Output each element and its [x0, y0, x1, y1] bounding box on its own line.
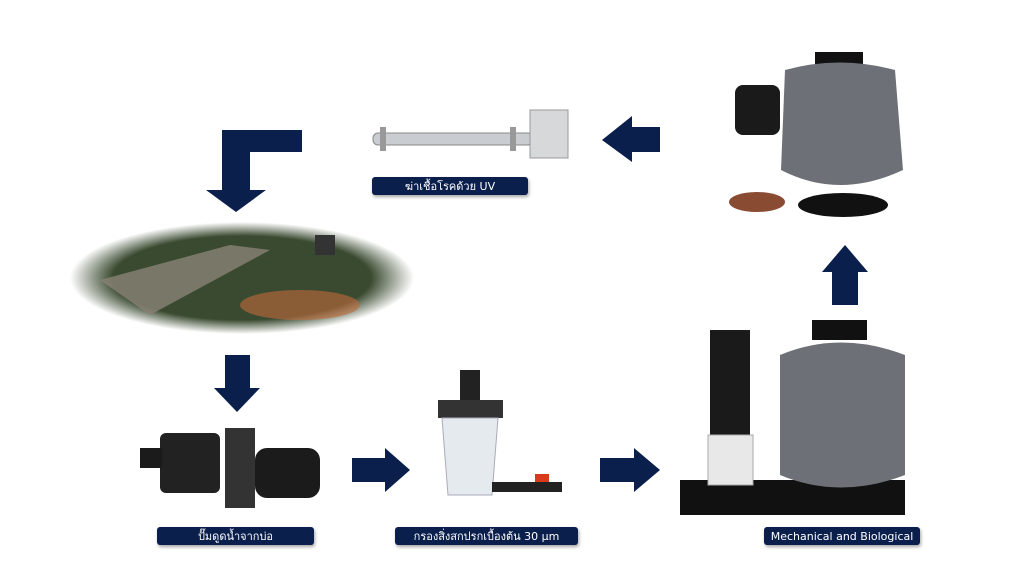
sand-filter-tank-image	[729, 52, 903, 217]
arrow-left-icon	[602, 116, 660, 162]
uv-sterilizer-image	[372, 109, 569, 159]
uv-label: ฆ่าเชื้อโรคด้วย UV	[372, 177, 528, 195]
arrow-right-icon	[600, 448, 660, 492]
pump-label: ปั๊มดูดน้ำจากบ่อ	[157, 527, 314, 545]
arrow-down-icon	[214, 355, 260, 412]
sand-filter-label: Mechanical and Biological	[764, 527, 920, 545]
koi-pond-image	[70, 222, 414, 334]
arrow-right-icon	[352, 448, 410, 492]
prefilter-image	[438, 370, 562, 496]
arrow-up-icon	[822, 245, 868, 305]
mechanical-biological-filter-image	[680, 320, 905, 515]
pump-image	[140, 428, 320, 508]
prefilter-label: กรองสิ่งสกปรกเบื้องต้น 30 µm	[395, 527, 578, 545]
